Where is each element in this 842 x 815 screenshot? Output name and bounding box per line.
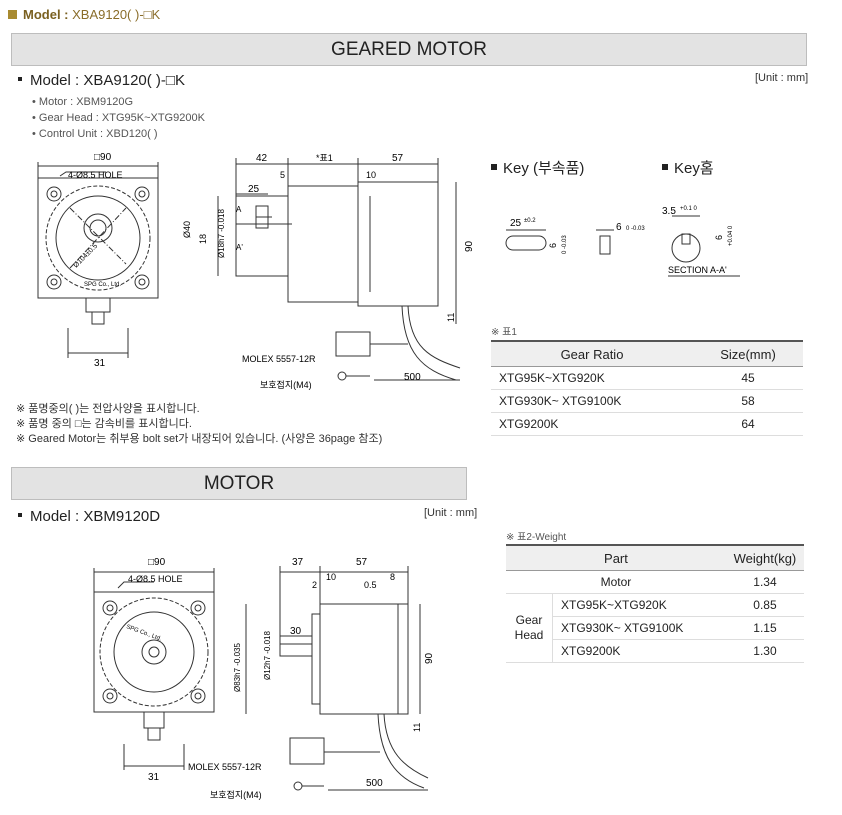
bullet-icon [491,164,497,170]
label-a2: A' [236,243,243,252]
table1-caption: ※ 표1 [491,327,517,338]
motor-label-10: 10 [326,572,336,582]
table-row: XTG930K~ XTG9100K 1.15 [506,616,804,640]
label-11: 11 [446,313,456,322]
label-5: 5 [280,170,285,180]
label-brand: SPG Co., Ltd. [84,282,121,288]
section-label: SECTION A-A' [668,265,727,275]
note-bolt: ※ Geared Motor는 취부용 bolt set가 내장되어 있습니다.… [16,433,383,445]
label-ground: 보호접지(M4) [260,379,312,390]
label-a: A [236,205,242,214]
label-25: 25 [248,184,260,195]
table-row: Gear Head XTG95K~XTG920K 0.85 [506,593,804,663]
table2-caption: ※ 표2-Weight [506,532,567,543]
motor-label-37: 37 [292,557,304,568]
bullet-icon [662,164,668,170]
label-pcd: Ø104±0.5 [72,243,99,270]
table-row: Motor 1.34 [506,570,804,594]
motor-label-sq90: □90 [148,557,166,568]
key-title: Key (부속품) [491,157,584,178]
label-57: 57 [392,153,404,164]
top-model-value: XBA9120( )-□K [72,7,161,22]
motor-label-11: 11 [412,723,422,732]
label-10: 10 [366,170,376,180]
key-6a: 6 [548,243,558,248]
motor-label-molex: MOLEX 5557-12R [188,762,262,772]
weight-table: Part Weight(kg) Motor 1.34 Gear Head XTG… [506,544,804,663]
motor-label-2: 2 [312,580,317,590]
geared-unit: [Unit : mm] [755,72,809,84]
motor-label-57: 57 [356,557,368,568]
top-model: Model : XBA9120( )-□K [8,7,160,22]
geared-motor-drawing: □90 4-Ø8.5 HOLE Ø104±0.5 SPG Co., Ltd. 3… [37,152,475,390]
geared-model-line: Model : XBA9120( )-□K [18,72,185,89]
sub-item-gearhead: • Gear Head : XTG95K~XTG9200K [32,112,205,124]
motor-label-brand: SPG Co., Ltd. [125,624,162,642]
key-6c: 6 [714,235,724,240]
key-6c-tol: +0.04 0 [728,225,734,246]
motor-title: MOTOR [203,473,275,494]
motor-label-ground: 보호접지(M4) [210,789,262,800]
key-drawing: 25 ±0.2 6 0 -0.03 6 0 -0.03 3.5 +0.1 0 6… [505,206,740,277]
label-90: 90 [464,240,475,252]
geared-sub-list: • Motor : XBM9120G • Gear Head : XTG95K~… [32,94,205,142]
key-6b-tol: 0 -0.03 [626,226,645,232]
table-row: XTG9200K 64 [491,412,803,436]
sub-item-motor: • Motor : XBM9120G [32,96,134,108]
table-row: XTG930K~ XTG9100K 58 [491,389,803,413]
th-weight: Weight(kg) [725,544,804,571]
motor-label-hole: 4-Ø8.5 HOLE [128,574,183,584]
key-35-tol: +0.1 0 [680,206,698,212]
motor-label-pilot: Ø83h7 -0.035 [233,643,242,692]
key-6a-tol: 0 -0.03 [562,235,568,254]
motor-model-value: XBM9120D [83,508,161,525]
motor-model-line: Model : XBM9120D [18,508,160,525]
sub-item-control: • Control Unit : XBD120( ) [32,128,158,140]
motor-drawing: □90 4-Ø8.5 HOLE SPG Co., Ltd. 31 37 57 1… [93,557,435,800]
th-size: Size(mm) [693,340,803,367]
motor-unit: [Unit : mm] [424,507,478,519]
group-gearhead: Gear Head [506,593,553,663]
label-sq90: □90 [94,152,112,163]
motor-bar: MOTOR [11,467,467,500]
label-31: 31 [94,358,106,369]
label-500: 500 [404,372,421,383]
key-35: 3.5 [662,206,676,217]
label-18: 18 [198,234,208,244]
label-hole: 4-Ø8.5 HOLE [68,170,123,180]
key-25: 25 [510,218,522,229]
note-voltage: ※ 품명중의( )는 전압사양을 표시합니다. [16,403,200,415]
keyway-title: Key홈 [662,157,714,178]
key-6b: 6 [616,222,622,233]
bullet-icon [18,77,22,81]
label-d40: Ø40 [182,221,192,238]
label-42: 42 [256,153,268,164]
th-part: Part [506,544,726,571]
table-row: XTG9200K 1.30 [506,639,804,663]
geared-model-value: XBA9120( )-□K [83,72,185,89]
table-row: XTG95K~XTG920K 45 [491,366,803,390]
th-gear-ratio: Gear Ratio [491,340,693,367]
motor-label-30: 30 [290,626,302,637]
geared-motor-title: GEARED MOTOR [331,39,487,60]
bullet-square-icon [8,10,17,19]
gear-ratio-table: Gear Ratio Size(mm) XTG95K~XTG920K 45 XT… [491,340,803,436]
motor-label-8: 8 [390,572,395,582]
bullet-icon [18,513,22,517]
geared-motor-bar: GEARED MOTOR [11,33,807,66]
motor-label-90: 90 [424,652,435,664]
label-shaft: Ø18h7 -0.018 [217,209,226,258]
geared-notes: ※ 품명중의( )는 전압사양을 표시합니다. ※ 품명 중의 □는 감속비를 … [16,402,382,447]
key-25-tol: ±0.2 [524,218,536,224]
motor-label-31: 31 [148,772,160,783]
label-molex: MOLEX 5557-12R [242,354,316,364]
note-ratio: ※ 품명 중의 □는 감속비를 표시합니다. [16,418,192,430]
motor-label-05: 0.5 [364,580,377,590]
motor-label-shaft: Ø12h7 -0.018 [263,631,272,680]
label-table1-ref: *표1 [316,153,333,163]
motor-label-500: 500 [366,778,383,789]
